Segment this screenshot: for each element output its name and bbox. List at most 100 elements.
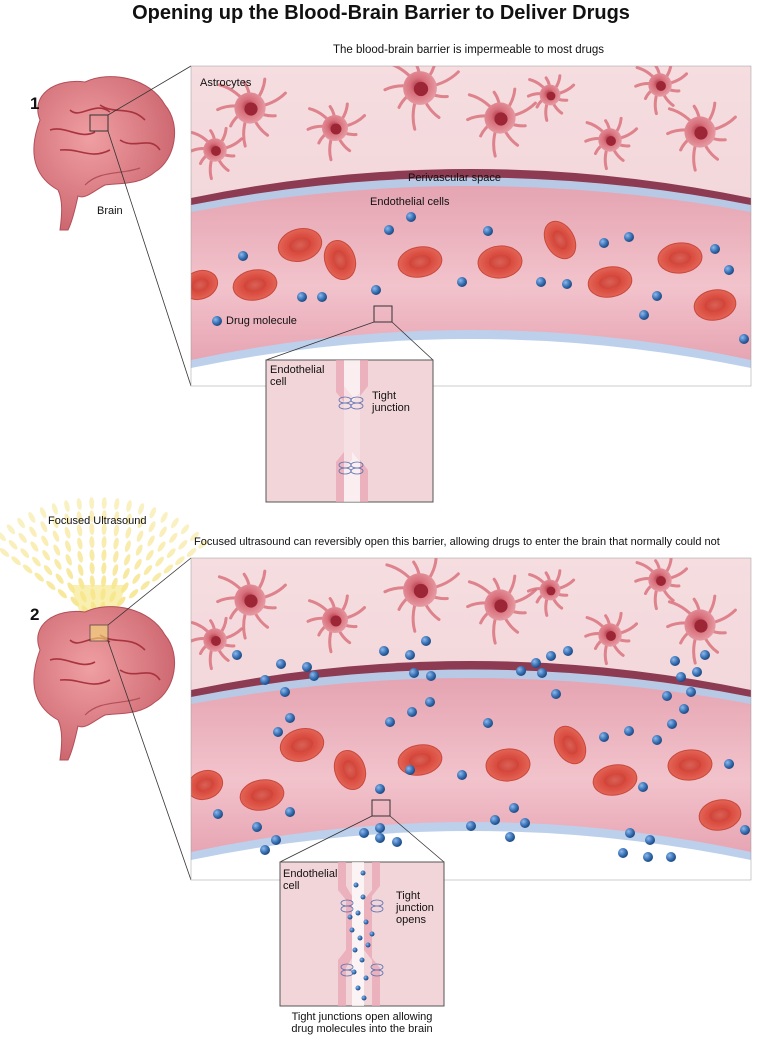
drug-molecule xyxy=(724,265,734,275)
inset-2-cell-label: Endothelial xyxy=(283,868,338,880)
drug-molecule xyxy=(352,947,358,953)
ultrasound-wave xyxy=(160,511,168,523)
drug-molecule xyxy=(405,650,415,660)
drug-molecule xyxy=(309,671,319,681)
astrocyte xyxy=(634,558,689,611)
drug-molecule xyxy=(375,823,385,833)
drug-molecule xyxy=(407,707,417,717)
zoom-line-top-1 xyxy=(107,65,192,116)
ultrasound-wave xyxy=(113,537,119,550)
drug-molecule xyxy=(212,316,222,326)
ultrasound-wave xyxy=(11,556,21,566)
drug-molecule xyxy=(365,942,371,948)
ultrasound-wave xyxy=(32,556,41,567)
panel-2-caption: Focused ultrasound can reversibly open t… xyxy=(194,536,720,548)
ultrasound-wave xyxy=(34,572,44,582)
astrocyte xyxy=(526,74,576,122)
red-blood-cell xyxy=(333,750,367,790)
ultrasound-wave xyxy=(157,541,166,552)
drug-molecule xyxy=(562,279,572,289)
ultrasound-wave xyxy=(125,513,132,526)
drug-molecule xyxy=(285,713,295,723)
ultrasound-wave xyxy=(89,549,95,562)
ultrasound-wave xyxy=(137,516,144,529)
astrocyte xyxy=(216,77,287,148)
ultrasound-wave xyxy=(113,524,120,537)
ultrasound-wave xyxy=(171,517,179,529)
inset-1-tj-label: Tight xyxy=(372,390,397,402)
ultrasound-wave xyxy=(89,562,95,575)
zoom-line-bottom-1 xyxy=(107,130,192,387)
red-blood-cell xyxy=(191,769,224,801)
ultrasound-wave xyxy=(186,548,197,557)
ultrasound-wave xyxy=(29,526,37,538)
page-title: Opening up the Blood-Brain Barrier to De… xyxy=(132,2,630,24)
ultrasound-wave xyxy=(134,558,142,570)
astrocyte xyxy=(383,558,460,633)
drug-molecule xyxy=(297,292,307,302)
astrocytes-label: Astrocytes xyxy=(200,77,252,89)
ultrasound-wave xyxy=(77,564,84,576)
red-blood-cell xyxy=(693,289,737,321)
inset-2-tj-label-3: opens xyxy=(396,914,426,926)
ultrasound-wave xyxy=(124,540,131,552)
ultrasound-wave xyxy=(22,564,33,574)
drug-molecule xyxy=(363,975,369,981)
ultrasound-wave xyxy=(114,498,120,511)
drug-molecule xyxy=(238,251,248,261)
drug-molecule xyxy=(551,689,561,699)
drug-molecule xyxy=(563,646,573,656)
ultrasound-wave xyxy=(46,580,56,590)
drug-molecule xyxy=(363,919,369,925)
red-blood-cell xyxy=(553,725,587,765)
ultrasound-wave xyxy=(89,523,95,536)
ultrasound-wave xyxy=(129,589,139,599)
astrocyte xyxy=(584,116,639,171)
ultrasound-wave xyxy=(54,558,62,570)
drug-molecule xyxy=(509,803,519,813)
drug-molecule xyxy=(385,717,395,727)
drug-molecule xyxy=(624,726,634,736)
ultrasound-wave xyxy=(175,556,185,566)
drug-molecule xyxy=(700,650,710,660)
ultrasound-wave xyxy=(132,573,141,584)
ultrasound-wave xyxy=(155,556,164,567)
astrocyte xyxy=(306,102,366,162)
drug-molecule xyxy=(285,807,295,817)
ultrasound-wave xyxy=(145,550,154,561)
drug-molecule xyxy=(406,212,416,222)
ultrasound-wave xyxy=(18,532,27,543)
red-blood-cell xyxy=(587,266,633,298)
astrocyte xyxy=(666,594,737,665)
drug-molecule xyxy=(213,809,223,819)
drug-molecule xyxy=(280,687,290,697)
drug-molecule xyxy=(425,697,435,707)
ultrasound-wave xyxy=(138,503,145,515)
drug-molecule xyxy=(652,291,662,301)
red-blood-cell xyxy=(277,228,323,262)
drug-molecule xyxy=(639,310,649,320)
drug-molecule xyxy=(353,882,359,888)
drug-molecule xyxy=(384,225,394,235)
drug-molecule xyxy=(276,659,286,669)
ultrasound-wave xyxy=(30,541,39,552)
ultrasound-wave xyxy=(55,573,64,584)
panel-1-tissue xyxy=(191,66,751,386)
ultrasound-wave xyxy=(190,531,200,542)
inset-2-tj-label-2: junction xyxy=(396,902,434,914)
ultrasound-wave xyxy=(113,511,120,524)
ultrasound-wave xyxy=(52,530,60,542)
astrocyte xyxy=(634,66,689,116)
ultrasound-wave xyxy=(101,523,107,536)
drug-molecule xyxy=(692,667,702,677)
ultrasound-wave xyxy=(113,550,119,563)
astrocyte xyxy=(666,101,737,172)
drug-molecule xyxy=(645,835,655,845)
red-blood-cell xyxy=(657,242,703,274)
ultrasound-wave xyxy=(124,554,131,566)
drug-molecule xyxy=(546,651,556,661)
astrocyte xyxy=(191,126,244,181)
ultrasound-wave xyxy=(180,524,190,535)
drug-molecule xyxy=(369,931,375,937)
